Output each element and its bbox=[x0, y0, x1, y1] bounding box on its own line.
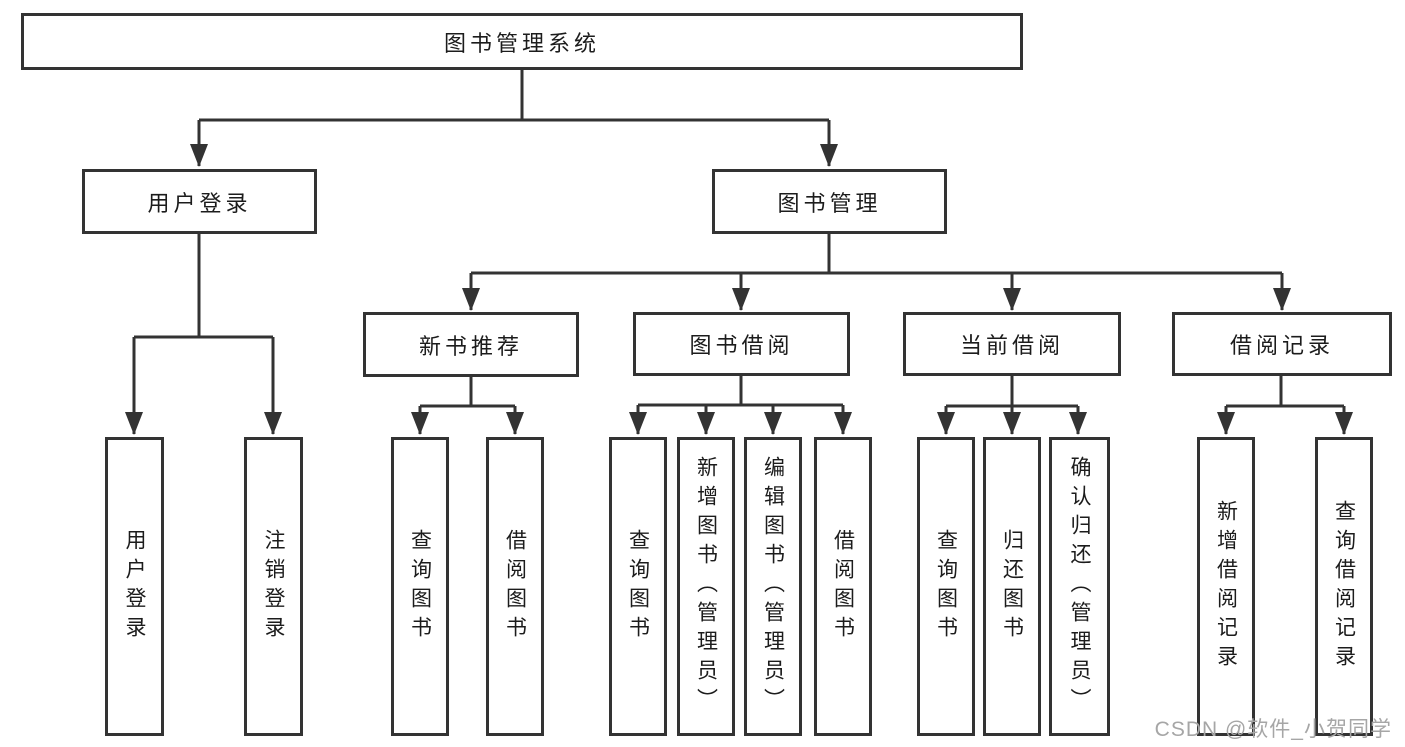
node-book-borrowing-label: 图书借阅 bbox=[689, 333, 794, 358]
leaf-user-login: 用户登录 bbox=[105, 437, 164, 736]
leaf-newbooks-query: 查询图书 bbox=[391, 437, 449, 736]
node-current-borrowing-label: 当前借阅 bbox=[959, 333, 1064, 358]
leaf-newbooks-borrow-label: 借阅图书 bbox=[503, 528, 527, 645]
leaf-records-query: 查询借阅记录 bbox=[1315, 437, 1373, 736]
leaf-bookborrow-query-label: 查询图书 bbox=[626, 528, 650, 645]
node-new-book-recommendation-label: 新书推荐 bbox=[418, 333, 523, 359]
leaf-logout: 注销登录 bbox=[244, 437, 303, 736]
node-borrowing-records-label: 借阅记录 bbox=[1229, 333, 1334, 358]
node-book-management-label: 图书管理 bbox=[777, 190, 882, 216]
node-root: 图书管理系统 bbox=[21, 13, 1023, 70]
node-root-label: 图书管理系统 bbox=[443, 30, 600, 56]
leaf-current-confirm-admin-label: 确认归还（管理员） bbox=[1068, 456, 1091, 717]
node-book-borrowing: 图书借阅 bbox=[633, 312, 850, 376]
leaf-newbooks-borrow: 借阅图书 bbox=[486, 437, 544, 736]
leaf-bookborrow-add-admin: 新增图书（管理员） bbox=[677, 437, 735, 736]
leaf-current-confirm-admin: 确认归还（管理员） bbox=[1049, 437, 1110, 736]
leaf-records-add: 新增借阅记录 bbox=[1197, 437, 1255, 736]
leaf-current-query-label: 查询图书 bbox=[934, 528, 958, 645]
node-new-book-recommendation: 新书推荐 bbox=[363, 312, 579, 377]
leaf-logout-label: 注销登录 bbox=[262, 528, 285, 645]
node-user-login-label: 用户登录 bbox=[147, 190, 252, 216]
leaf-bookborrow-edit-admin: 编辑图书（管理员） bbox=[744, 437, 802, 736]
leaf-bookborrow-query: 查询图书 bbox=[609, 437, 667, 736]
leaf-current-return: 归还图书 bbox=[983, 437, 1041, 736]
node-book-management: 图书管理 bbox=[712, 169, 947, 234]
csdn-watermark: CSDN @软件_小贺同学 bbox=[1154, 718, 1392, 741]
leaf-current-query: 查询图书 bbox=[917, 437, 975, 736]
leaf-bookborrow-borrow-label: 借阅图书 bbox=[831, 528, 855, 645]
leaf-records-query-label: 查询借阅记录 bbox=[1332, 499, 1356, 674]
node-user-login: 用户登录 bbox=[82, 169, 317, 234]
node-borrowing-records: 借阅记录 bbox=[1172, 312, 1392, 376]
leaf-bookborrow-edit-admin-label: 编辑图书（管理员） bbox=[761, 456, 785, 717]
leaf-records-add-label: 新增借阅记录 bbox=[1214, 499, 1238, 674]
leaf-user-login-label: 用户登录 bbox=[123, 528, 146, 645]
leaf-current-return-label: 归还图书 bbox=[1000, 528, 1024, 645]
leaf-newbooks-query-label: 查询图书 bbox=[408, 528, 432, 645]
leaf-bookborrow-add-admin-label: 新增图书（管理员） bbox=[694, 456, 718, 717]
node-current-borrowing: 当前借阅 bbox=[903, 312, 1121, 376]
leaf-bookborrow-borrow: 借阅图书 bbox=[814, 437, 872, 736]
